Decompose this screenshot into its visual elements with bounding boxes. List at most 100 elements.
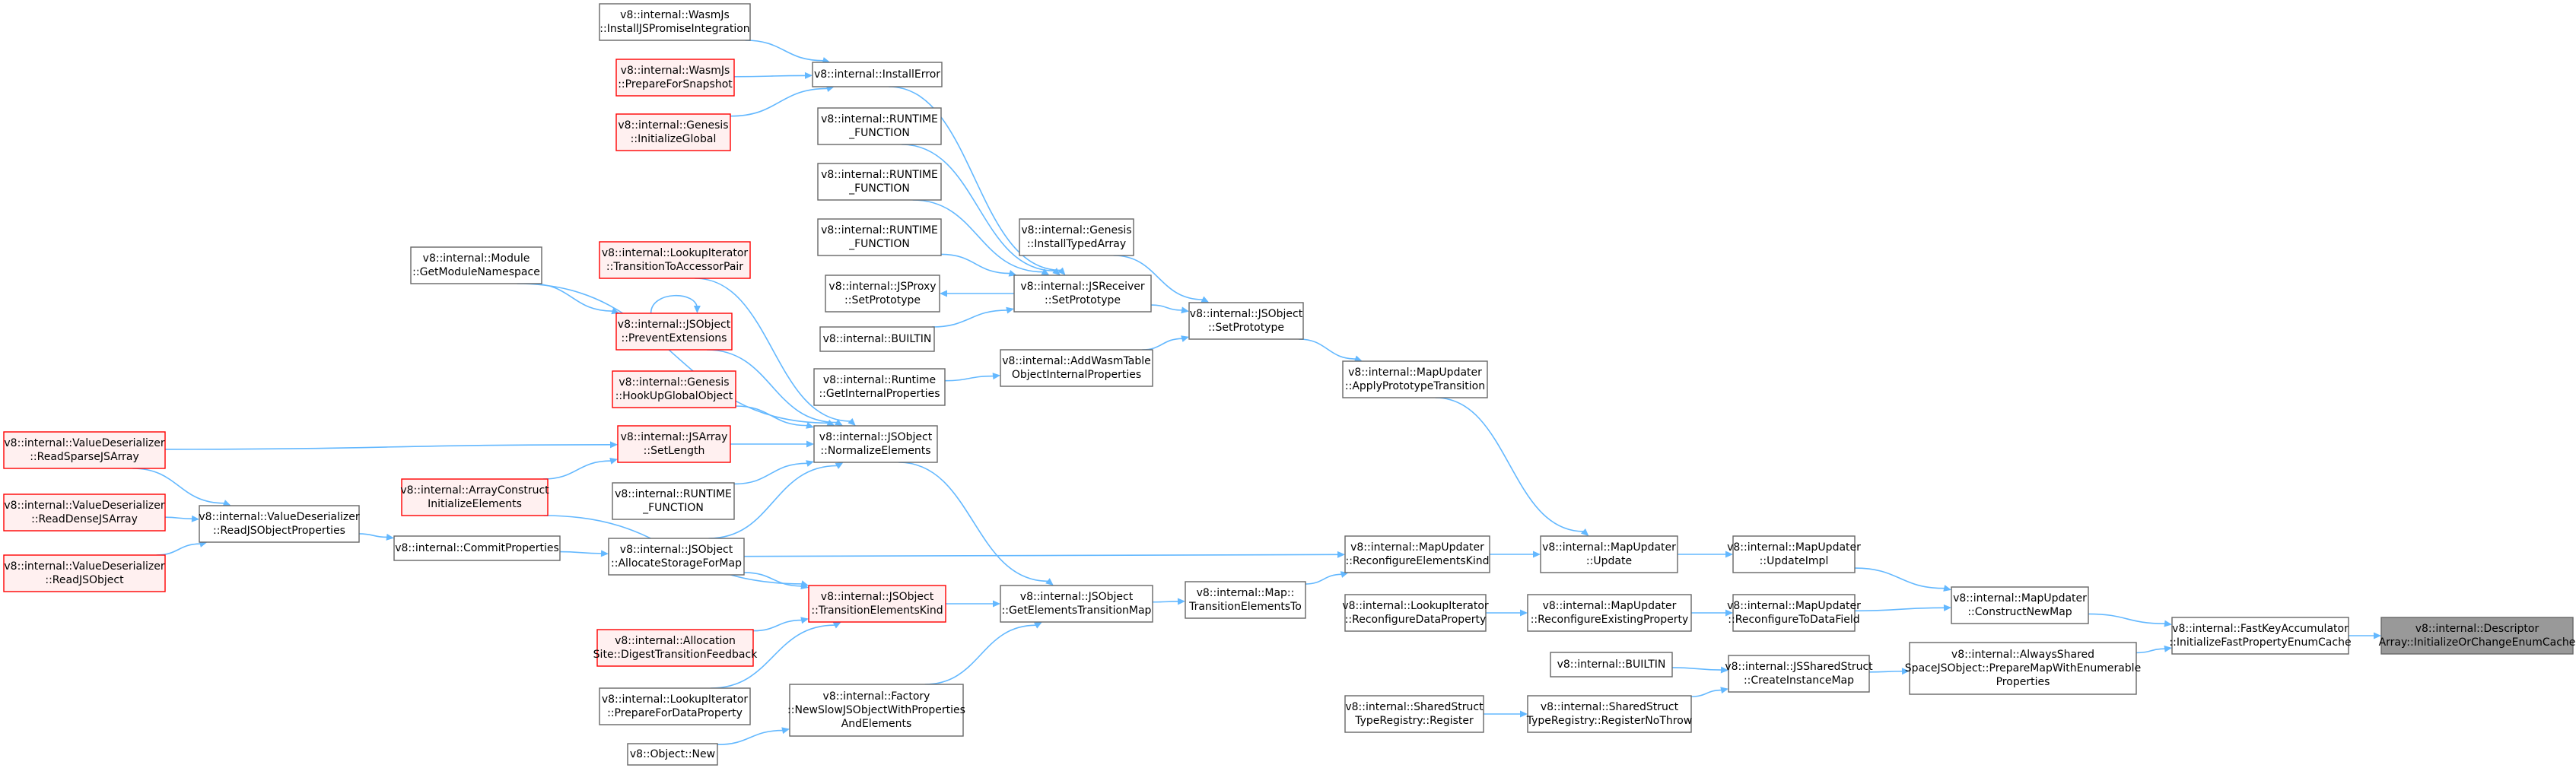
- node-box: [615, 59, 735, 97]
- node-box: [813, 425, 938, 463]
- node-wasm-ipi[interactable]: v8::internal::WasmJs::InstallJSPromiseIn…: [599, 3, 751, 41]
- edge-wasm-pfs-to-ie: [733, 71, 813, 79]
- edge-arrowhead: [806, 440, 814, 448]
- node-ssr-r[interactable]: v8::internal::SharedStructTypeRegistry::…: [1344, 695, 1484, 733]
- edge-ssr-r-to-ssr-rnt: [1484, 710, 1528, 718]
- node-jso-ne[interactable]: v8::internal::JSObject::NormalizeElement…: [813, 425, 938, 463]
- node-ssr-rnt[interactable]: v8::internal::SharedStructTypeRegistry::…: [1526, 695, 1692, 733]
- node-fac[interactable]: v8::internal::Factory::NewSlowJSObjectWi…: [787, 684, 965, 737]
- node-jso-getm[interactable]: v8::internal::JSObject::GetElementsTrans…: [1000, 585, 1153, 623]
- node-mu-u[interactable]: v8::internal::MapUpdater::Update: [1540, 535, 1678, 573]
- node-li-ttap[interactable]: v8::internal::LookupIterator::Transition…: [599, 241, 751, 279]
- node-jsr-sp[interactable]: v8::internal::JSReceiver::SetPrototype: [1013, 275, 1152, 313]
- node-label-line: ::InitializeGlobal: [631, 133, 717, 145]
- node-gen-ita[interactable]: v8::internal::Genesis::InstallTypedArray: [1019, 218, 1134, 256]
- node-label-line: v8::internal::BUILTIN: [1557, 659, 1666, 671]
- edge-arrowhead: [848, 417, 856, 426]
- edge-ie-to-jsr-sp: [888, 86, 1066, 275]
- node-box: [2171, 617, 2349, 655]
- edge-ssr-rnt-to-jss-cim: [1690, 687, 1728, 697]
- node-jss-cim[interactable]: v8::internal::JSSharedStruct::CreateInst…: [1725, 655, 1873, 693]
- node-fka[interactable]: v8::internal::FastKeyAccumulator::Initia…: [2169, 617, 2352, 655]
- edge-line: [1868, 670, 1903, 673]
- node-label-line: ::ReadJSObjectProperties: [213, 525, 345, 537]
- node-ie[interactable]: v8::internal::InstallError: [812, 62, 943, 87]
- edge-line: [706, 349, 838, 424]
- node-vd-rsja[interactable]: v8::internal::ValueDeserializer::ReadSpa…: [3, 431, 166, 469]
- node-awt[interactable]: v8::internal::AddWasmTableObjectInternal…: [1000, 349, 1153, 387]
- node-jso-tek[interactable]: v8::internal::JSObject::TransitionElemen…: [808, 585, 946, 623]
- node-box: [612, 370, 736, 408]
- node-cp[interactable]: v8::internal::CommitProperties: [393, 535, 561, 561]
- node-obj-new[interactable]: v8::Object::New: [627, 743, 718, 766]
- node-mu-cnm[interactable]: v8::internal::MapUpdater::ConstructNewMa…: [1951, 586, 2089, 624]
- node-vd-rjop[interactable]: v8::internal::ValueDeserializer::ReadJSO…: [199, 505, 360, 543]
- node-mod-gmn[interactable]: v8::internal::Module::GetModuleNamespace: [410, 246, 542, 284]
- node-mu-rep[interactable]: v8::internal::MapUpdater::ReconfigureExi…: [1527, 594, 1692, 632]
- node-vd-rjo[interactable]: v8::internal::ValueDeserializer::ReadJSO…: [3, 554, 166, 592]
- edge-line: [1152, 601, 1179, 603]
- node-rf3[interactable]: v8::internal::RUNTIME_FUNCTION: [817, 218, 942, 256]
- node-label-line: v8::internal::JSObject: [821, 591, 934, 603]
- node-box: [819, 326, 935, 352]
- node-label-line: ::SetPrototype: [844, 294, 921, 306]
- node-box: [789, 684, 964, 737]
- edge-jso-ne-to-jso-getm: [898, 462, 1054, 586]
- edge-jsr-sp-to-jso-sp: [1150, 304, 1189, 314]
- node-mu-ui[interactable]: v8::internal::MapUpdater::UpdateImpl: [1727, 535, 1861, 573]
- node-label-line: ObjectInternalProperties: [1012, 369, 1141, 381]
- node-aci[interactable]: v8::internal::ArrayConstructInitializeEl…: [400, 478, 549, 516]
- node-mu-rtdf[interactable]: v8::internal::MapUpdater::ReconfigureToD…: [1727, 594, 1861, 632]
- node-box: [599, 241, 751, 279]
- node-builtin2[interactable]: v8::internal::BUILTIN: [1550, 652, 1673, 678]
- edge-arrowhead: [1580, 528, 1589, 536]
- node-gen-hugo[interactable]: v8::internal::Genesis::HookUpGlobalObjec…: [612, 370, 736, 408]
- node-vd-rdja[interactable]: v8::internal::ValueDeserializer::ReadDen…: [3, 493, 166, 532]
- node-rf1[interactable]: v8::internal::RUNTIME_FUNCTION: [817, 107, 942, 145]
- node-label-line: ::NormalizeElements: [820, 445, 930, 457]
- edge-line: [695, 278, 851, 422]
- node-label-line: ::ReadDenseJSArray: [31, 513, 138, 525]
- node-mu-rek[interactable]: v8::internal::MapUpdater::ReconfigureEle…: [1344, 535, 1490, 573]
- node-rf2[interactable]: v8::internal::RUNTIME_FUNCTION: [817, 163, 942, 201]
- edge-fac-to-jso-getm: [924, 622, 1042, 685]
- node-label-line: v8::internal::SharedStruct: [1345, 701, 1484, 713]
- node-jso-pe[interactable]: v8::internal::JSObject::PreventExtension…: [615, 313, 733, 351]
- edge-fka-to-focus: [2349, 632, 2381, 639]
- node-label-line: v8::internal::RUNTIME: [615, 488, 732, 500]
- node-alloc[interactable]: v8::internal::AllocationSite::DigestTran…: [593, 629, 758, 667]
- edge-jsso-to-fka: [2136, 645, 2172, 654]
- node-box: [1000, 585, 1153, 623]
- node-label-line: v8::internal::MapUpdater: [1543, 600, 1677, 612]
- node-jsa-sl[interactable]: v8::internal::JSArray::SetLength: [617, 425, 731, 463]
- node-gen-ig[interactable]: v8::internal::Genesis::InitializeGlobal: [615, 113, 731, 151]
- node-jso-asfm[interactable]: v8::internal::JSObject::AllocateStorageF…: [608, 538, 745, 576]
- node-jsp-sp[interactable]: v8::internal::JSProxy::SetPrototype: [825, 275, 940, 313]
- edge-line: [164, 444, 612, 450]
- node-builtin1[interactable]: v8::internal::BUILTIN: [819, 326, 935, 352]
- edge-map-tet-to-mu-rek: [1305, 571, 1349, 585]
- node-jsso[interactable]: v8::internal::AlwaysSharedSpaceJSObject:…: [1905, 642, 2141, 695]
- node-li-rdp[interactable]: v8::internal::LookupIterator::Reconfigur…: [1342, 594, 1489, 632]
- node-rf4[interactable]: v8::internal::RUNTIME_FUNCTION: [612, 482, 735, 520]
- node-box: [3, 493, 166, 532]
- node-label-line: ::Update: [1586, 555, 1632, 567]
- node-label-line: v8::internal::MapUpdater: [1542, 541, 1676, 554]
- node-jso-sp[interactable]: v8::internal::JSObject::SetPrototype: [1188, 302, 1304, 340]
- edge-jsa-sl-to-jso-ne: [730, 440, 814, 448]
- node-label-line: v8::internal::LookupIterator: [1342, 600, 1489, 612]
- node-rt-gip[interactable]: v8::internal::Runtime::GetInternalProper…: [813, 368, 946, 406]
- edge-jso-asfm-to-mu-rek: [743, 551, 1345, 558]
- node-box: [817, 107, 942, 145]
- node-label-line: v8::internal::Genesis: [618, 119, 728, 132]
- node-map-tet[interactable]: v8::internal::Map::TransitionElementsTo: [1185, 581, 1306, 619]
- node-focus[interactable]: v8::internal::DescriptorArray::Initializ…: [2379, 617, 2576, 655]
- edge-rf3-to-jsr-sp: [940, 253, 1017, 277]
- node-li-pfdp[interactable]: v8::internal::LookupIterator::PrepareFor…: [599, 687, 751, 725]
- node-mu-apt[interactable]: v8::internal::MapUpdater::ApplyPrototype…: [1342, 360, 1488, 398]
- edge-arrowhead: [1057, 267, 1066, 275]
- node-label-line: v8::internal::JSObject: [1020, 591, 1134, 603]
- node-label-line: ::ReadSparseJSArray: [30, 451, 139, 463]
- edge-line: [2136, 648, 2166, 654]
- node-wasm-pfs[interactable]: v8::internal::WasmJs::PrepareForSnapshot: [615, 59, 735, 97]
